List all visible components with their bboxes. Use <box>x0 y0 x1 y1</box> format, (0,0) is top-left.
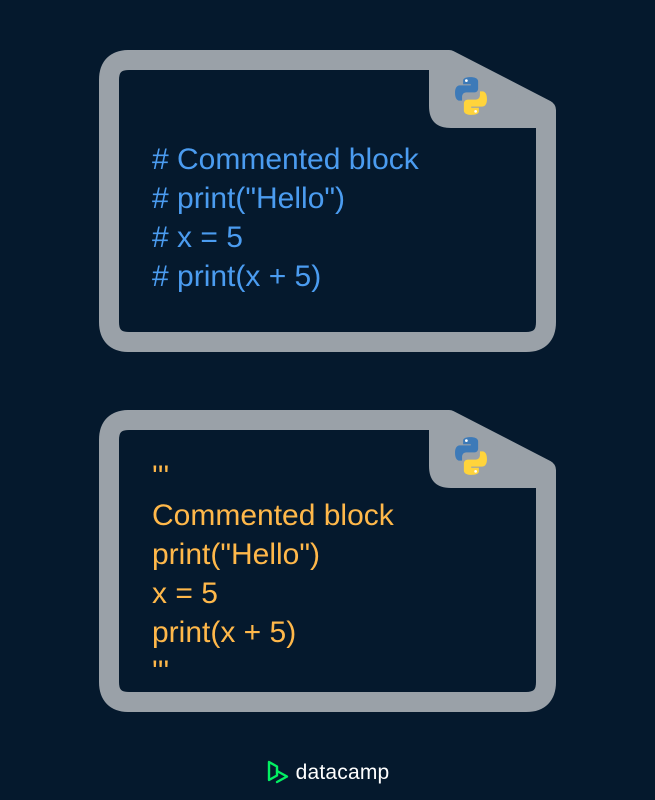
python-logo-icon <box>455 77 487 115</box>
code-line: # Commented block <box>152 143 419 176</box>
code-line: # x = 5 <box>152 221 243 254</box>
code-line: # print(x + 5) <box>152 260 322 293</box>
brand-name: datacamp <box>295 761 390 784</box>
python-logo-icon <box>455 437 487 475</box>
code-block: ''' Commented block print("Hello") x = 5… <box>152 457 394 691</box>
document-frame <box>99 50 556 352</box>
code-line: ''' <box>152 460 170 493</box>
document-frame <box>99 410 556 712</box>
footer-brand: datacamp <box>0 756 655 790</box>
code-line: x = 5 <box>152 577 218 610</box>
hash-comment-card: # Commented block # print("Hello") # x =… <box>99 50 556 352</box>
code-line: # print("Hello") <box>152 182 346 215</box>
datacamp-logo-icon <box>267 760 288 784</box>
code-block: # Commented block # print("Hello") # x =… <box>152 140 419 296</box>
code-line: print("Hello") <box>152 538 321 571</box>
code-line: print(x + 5) <box>152 616 297 649</box>
code-line: Commented block <box>152 499 394 532</box>
code-line: ''' <box>152 655 170 688</box>
docstring-comment-card: ''' Commented block print("Hello") x = 5… <box>99 410 556 712</box>
